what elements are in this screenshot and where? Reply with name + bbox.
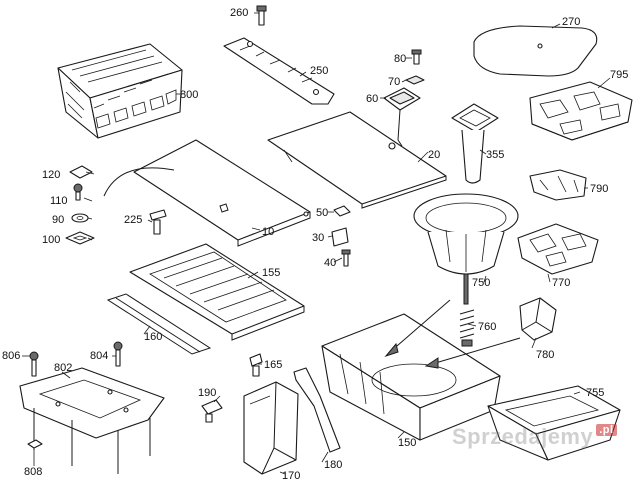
label-150: 150 — [398, 437, 416, 449]
part-110-bolt — [73, 183, 83, 201]
part-780-block — [519, 297, 557, 341]
part-120-clip — [69, 165, 93, 179]
callout-lines — [384, 299, 521, 369]
part-225-plug — [149, 209, 167, 235]
part-number-labels: 10 20 30 40 50 60 70 80 90 100 110 120 1… — [2, 7, 628, 480]
label-250: 250 — [310, 65, 328, 77]
label-804: 804 — [90, 350, 108, 362]
part-800-crate — [57, 43, 183, 139]
part-150-tub — [321, 313, 501, 441]
part-250-bracket — [223, 37, 335, 105]
label-770: 770 — [552, 277, 570, 289]
label-808: 808 — [24, 466, 42, 478]
label-806: 806 — [2, 350, 20, 362]
label-755: 755 — [586, 387, 604, 399]
label-100: 100 — [42, 234, 60, 246]
part-270-cover — [473, 25, 598, 77]
part-155-grille — [129, 243, 305, 341]
label-20: 20 — [428, 149, 440, 161]
label-160: 160 — [144, 331, 162, 343]
part-355-tube — [451, 103, 499, 184]
label-120: 120 — [42, 169, 60, 181]
label-800: 800 — [180, 89, 198, 101]
label-260: 260 — [230, 7, 248, 19]
part-795-tray — [529, 81, 633, 141]
label-780: 780 — [536, 349, 554, 361]
label-165: 165 — [264, 359, 282, 371]
label-225: 225 — [124, 214, 142, 226]
label-802: 802 — [54, 362, 72, 374]
label-355: 355 — [486, 149, 504, 161]
label-170: 170 — [282, 470, 300, 480]
part-802-plate — [19, 367, 165, 474]
leader-lines — [22, 12, 611, 475]
part-808-nut — [27, 439, 43, 449]
part-100-clip — [65, 231, 95, 245]
watermark-text: Sprzedajemy — [452, 424, 594, 449]
label-30: 30 — [312, 232, 324, 244]
label-80: 80 — [394, 53, 406, 65]
label-10: 10 — [262, 226, 274, 238]
label-790: 790 — [590, 183, 608, 195]
part-20-board — [267, 111, 447, 209]
label-90: 90 — [52, 214, 64, 226]
part-750-insert — [413, 193, 519, 305]
label-70: 70 — [388, 76, 400, 88]
part-40-bolt — [341, 249, 351, 267]
label-190: 190 — [198, 387, 216, 399]
part-170-box — [243, 381, 299, 475]
part-180-strap — [293, 367, 341, 453]
label-270: 270 — [562, 16, 580, 28]
part-60-housing — [383, 87, 421, 147]
label-60: 60 — [366, 93, 378, 105]
label-50: 50 — [316, 207, 328, 219]
part-90-washer — [71, 213, 89, 223]
part-80-bolt — [411, 49, 422, 65]
part-804-bolt — [113, 341, 123, 367]
label-795: 795 — [610, 69, 628, 81]
part-790-clip — [529, 169, 587, 201]
label-180: 180 — [324, 459, 342, 471]
part-50-clip — [333, 205, 351, 217]
part-70-clip — [405, 75, 425, 85]
label-40: 40 — [324, 257, 336, 269]
part-755-tray — [487, 385, 621, 461]
label-155: 155 — [262, 267, 280, 279]
watermark-suffix: .pl — [596, 424, 617, 436]
part-806-bolt — [29, 351, 39, 377]
part-770-support — [517, 223, 599, 275]
watermark: Sprzedajemy.pl — [452, 424, 617, 450]
part-165-plug — [249, 353, 263, 377]
part-160-rail — [106, 293, 212, 355]
part-190-fastener — [201, 399, 223, 423]
label-750: 750 — [472, 277, 490, 289]
part-260-bolt — [256, 5, 267, 26]
label-110: 110 — [50, 195, 68, 207]
part-10-panel — [103, 139, 311, 247]
part-760-spring — [459, 309, 475, 347]
label-760: 760 — [478, 321, 496, 333]
part-30-bracket — [331, 227, 349, 247]
